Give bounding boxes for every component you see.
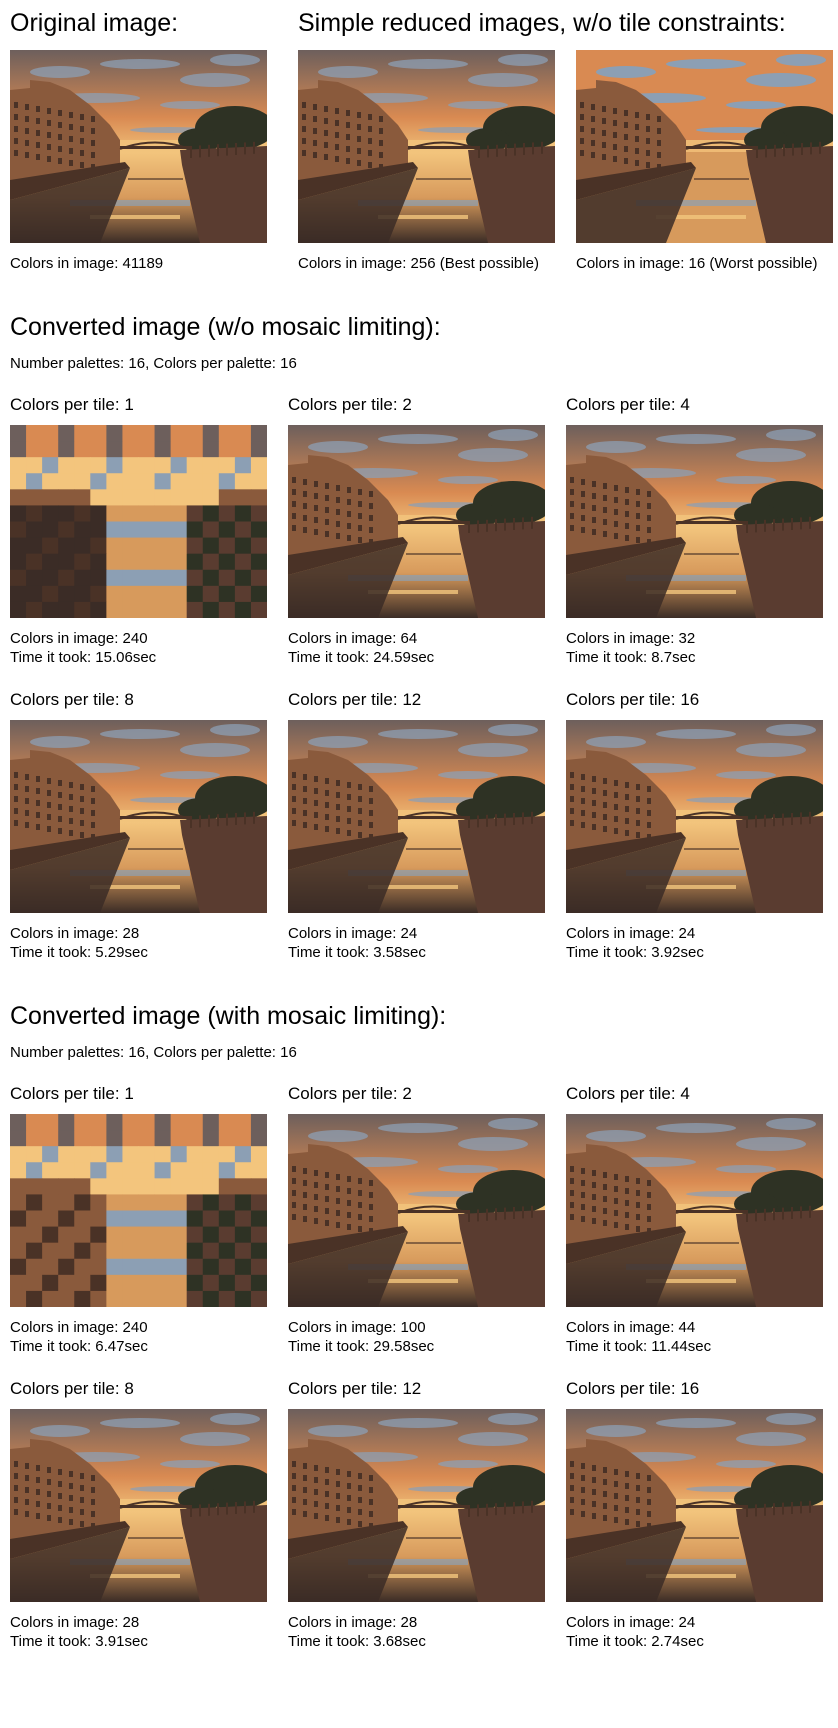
converted-image <box>288 720 545 913</box>
tile-time-taken: Time it took: 3.68sec <box>288 1633 426 1650</box>
tile-time-taken: Time it took: 3.91sec <box>10 1633 148 1650</box>
converted-image <box>288 1409 545 1602</box>
converted-image <box>10 425 267 618</box>
tile-label: Colors per tile: 4 <box>566 1084 690 1103</box>
tile-colors-count: Colors in image: 28 <box>288 1614 418 1631</box>
tile-time-taken: Time it took: 8.7sec <box>566 649 696 666</box>
converted-image <box>10 1409 267 1602</box>
converted-image <box>566 1114 823 1307</box>
section-title-with-mosaic: Converted image (with mosaic limiting): <box>10 1002 447 1030</box>
tile-colors-count: Colors in image: 240 <box>10 630 148 647</box>
tile-colors-count: Colors in image: 24 <box>288 925 418 942</box>
tile-colors-count: Colors in image: 28 <box>10 925 140 942</box>
converted-image <box>566 1409 823 1602</box>
tile-colors-count: Colors in image: 100 <box>288 1319 426 1336</box>
tile-label: Colors per tile: 2 <box>288 395 412 414</box>
tile-time-taken: Time it took: 24.59sec <box>288 649 435 666</box>
section-title-without-mosaic: Converted image (w/o mosaic limiting): <box>10 313 441 341</box>
tile-colors-count: Colors in image: 64 <box>288 630 418 647</box>
reduced-image-best <box>298 50 555 243</box>
tile-colors-count: Colors in image: 44 <box>566 1319 696 1336</box>
tile-time-taken: Time it took: 6.47sec <box>10 1338 148 1355</box>
tile-time-taken: Time it took: 29.58sec <box>288 1338 435 1355</box>
converted-image <box>566 425 823 618</box>
tile-label: Colors per tile: 2 <box>288 1084 412 1103</box>
tile-time-taken: Time it took: 11.44sec <box>566 1338 712 1355</box>
tile-time-taken: Time it took: 5.29sec <box>10 944 148 961</box>
tile-time-taken: Time it took: 15.06sec <box>10 649 157 666</box>
tile-colors-count: Colors in image: 24 <box>566 925 696 942</box>
tile-colors-count: Colors in image: 32 <box>566 630 696 647</box>
tile-label: Colors per tile: 16 <box>566 690 700 709</box>
tile-label: Colors per tile: 1 <box>10 395 134 414</box>
reduced-image-best-caption: Colors in image: 256 (Best possible) <box>298 255 539 272</box>
tile-label: Colors per tile: 8 <box>10 1379 134 1398</box>
tile-time-taken: Time it took: 3.58sec <box>288 944 426 961</box>
converted-image <box>10 720 267 913</box>
tile-colors-count: Colors in image: 240 <box>10 1319 148 1336</box>
converted-image <box>10 1114 267 1307</box>
tile-time-taken: Time it took: 3.92sec <box>566 944 704 961</box>
reduced-image-worst <box>576 50 833 243</box>
section-params-without-mosaic: Number palettes: 16, Colors per palette:… <box>10 355 297 372</box>
reduced-image-worst-caption: Colors in image: 16 (Worst possible) <box>576 255 818 272</box>
original-image <box>10 50 267 243</box>
section-params-with-mosaic: Number palettes: 16, Colors per palette:… <box>10 1044 297 1061</box>
original-image-caption: Colors in image: 41189 <box>10 255 164 272</box>
tile-label: Colors per tile: 4 <box>566 395 690 414</box>
tile-label: Colors per tile: 1 <box>10 1084 134 1103</box>
tile-label: Colors per tile: 12 <box>288 1379 422 1398</box>
reduced-images-title: Simple reduced images, w/o tile constrai… <box>298 9 786 37</box>
converted-image <box>566 720 823 913</box>
tile-time-taken: Time it took: 2.74sec <box>566 1633 704 1650</box>
tile-label: Colors per tile: 8 <box>10 690 134 709</box>
tile-colors-count: Colors in image: 28 <box>10 1614 140 1631</box>
tile-label: Colors per tile: 12 <box>288 690 422 709</box>
converted-image <box>288 1114 545 1307</box>
tile-label: Colors per tile: 16 <box>566 1379 700 1398</box>
original-image-title: Original image: <box>10 9 179 37</box>
converted-image <box>288 425 545 618</box>
tile-colors-count: Colors in image: 24 <box>566 1614 696 1631</box>
